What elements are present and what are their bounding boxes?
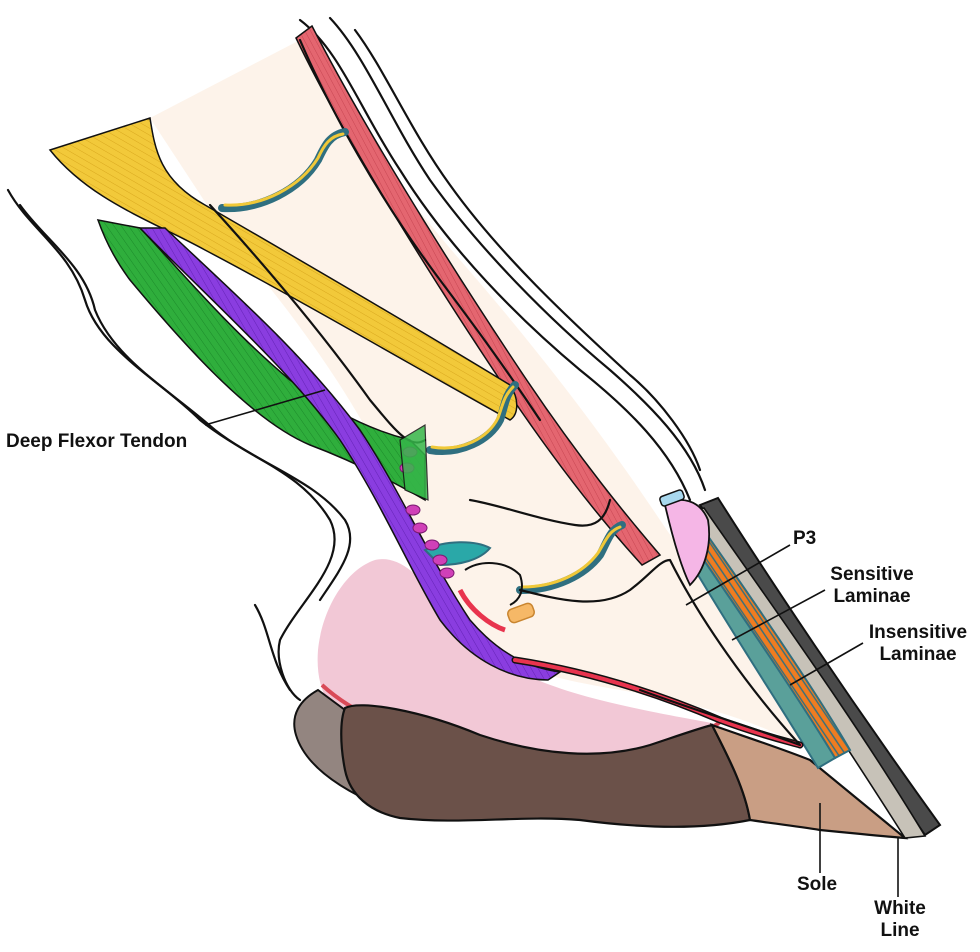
impar-ligament (507, 602, 535, 624)
leader-p3 (685, 544, 791, 606)
leader-insensitive-laminae (789, 642, 864, 686)
coronary-band (663, 499, 710, 587)
deep-flexor-tendon (138, 227, 563, 681)
extensor-tendon (295, 24, 662, 566)
p3-outline (518, 558, 802, 747)
label-white-line: White Line (865, 898, 935, 942)
check-ligament-fan (399, 423, 429, 501)
label-insensitive-laminae-line1: Insensitive (868, 622, 968, 643)
joint-lower-inner (520, 525, 622, 589)
hair-outline-heel (253, 603, 292, 692)
label-insensitive-laminae-line2: Laminae (879, 644, 957, 665)
hair-outline-front-3 (353, 28, 702, 472)
label-white-line-line1: White (874, 898, 926, 919)
p2-outline (468, 498, 612, 527)
label-p3: P3 (793, 528, 817, 549)
p1-outline (298, 38, 542, 422)
navicular-cartilage (457, 588, 506, 633)
leader-sensitive-laminae (731, 589, 826, 641)
label-sensitive-laminae: Sensitive Laminae (822, 564, 922, 608)
hair-outline-front (298, 18, 692, 502)
label-white-line-line2: Line (880, 920, 920, 941)
label-deep-flexor-tendon: Deep Flexor Tendon (6, 431, 188, 452)
sensitive-laminae (680, 538, 837, 770)
coronary-cap (659, 489, 685, 507)
navicular-bone (464, 562, 523, 606)
joint-upper-inner (223, 132, 345, 207)
label-sole: Sole (797, 874, 838, 895)
label-sensitive-laminae-line1: Sensitive (830, 564, 914, 585)
joint-middle-inner (430, 385, 515, 450)
hair-outline-back-inner (18, 203, 352, 602)
hair-outline-front-2 (328, 16, 707, 492)
label-sensitive-laminae-line2: Laminae (833, 586, 911, 607)
superficial-flexor-tendon (48, 117, 518, 421)
label-insensitive-laminae: Insensitive Laminae (862, 622, 974, 666)
leader-deep-flexor (204, 389, 326, 426)
